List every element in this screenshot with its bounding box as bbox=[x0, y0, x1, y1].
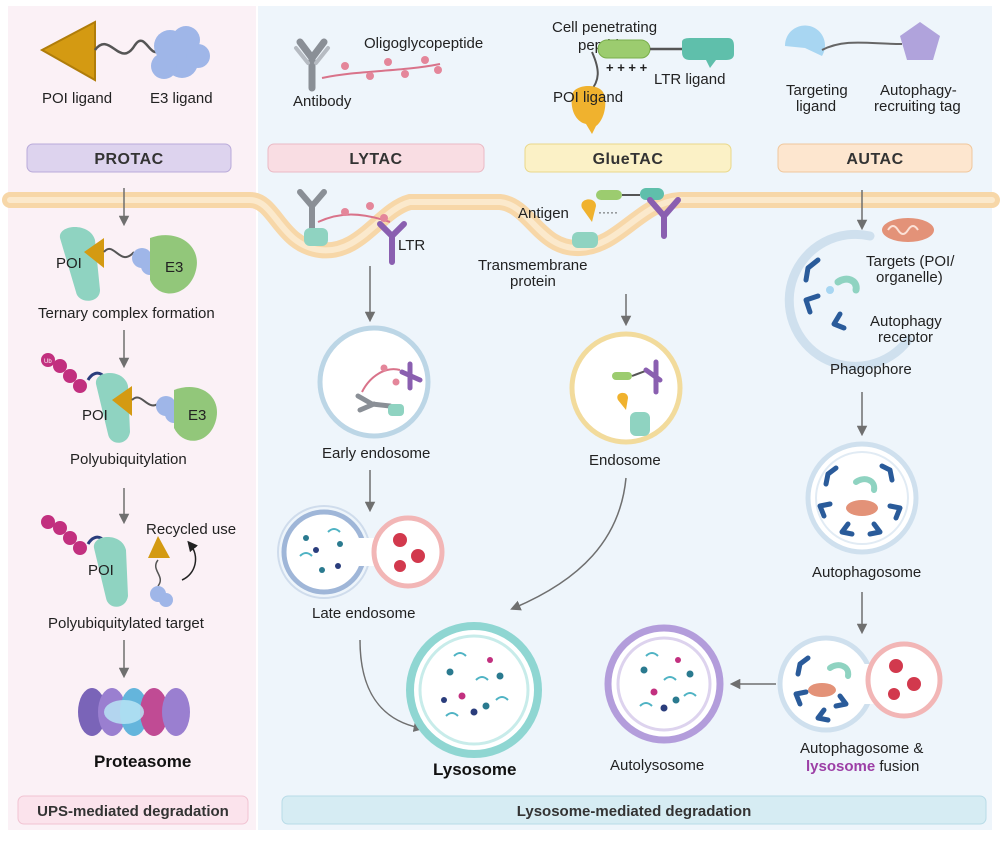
lytac-membrane-complex bbox=[297, 189, 407, 265]
lytac-pill-text: LYTAC bbox=[349, 151, 402, 168]
targeting-ligand-label-2: ligand bbox=[796, 98, 836, 115]
ltr-ligand-icon bbox=[682, 38, 734, 68]
autophagy-tag-pentagon-icon bbox=[900, 22, 940, 60]
antibody-label: Antibody bbox=[293, 93, 352, 110]
linker-icon bbox=[94, 39, 161, 55]
glue-ltr-receptor-icon bbox=[647, 197, 681, 239]
protac-pill-text: PROTAC bbox=[94, 151, 163, 168]
transmembrane-label-2: protein bbox=[510, 273, 556, 290]
glue-poi-ligand-label: POI ligand bbox=[553, 89, 623, 106]
glue-arrow-2 bbox=[510, 477, 627, 611]
glue-dots: ····· bbox=[598, 205, 618, 219]
targets-label-1: Targets (POI/ bbox=[866, 253, 955, 270]
protac-molecule bbox=[39, 20, 210, 82]
lytac-pill bbox=[267, 143, 485, 173]
glue-endosome-label: Endosome bbox=[589, 452, 661, 469]
autolysosome-icon bbox=[604, 624, 724, 744]
early-endosome-icon bbox=[317, 325, 431, 439]
ups-footer-text: UPS-mediated degradation bbox=[37, 803, 229, 820]
cpp-peptide-icon bbox=[597, 39, 651, 59]
gluetac-pill-text: GlueTAC bbox=[593, 151, 664, 168]
lysosome-icon bbox=[406, 622, 542, 758]
recycle-arrow bbox=[181, 540, 199, 581]
cpp-label-line1: Cell penetrating bbox=[552, 19, 657, 36]
autophagy-tag-label-2: recruiting tag bbox=[874, 98, 961, 115]
poi-label-1: POI bbox=[56, 255, 82, 272]
ltr-receptor-icon bbox=[377, 221, 407, 265]
lytac-arrow-3 bbox=[359, 639, 425, 732]
ternary-label: Ternary complex formation bbox=[38, 305, 215, 322]
targets-label-2: organelle) bbox=[876, 269, 943, 286]
autac-pill-text: AUTAC bbox=[846, 151, 903, 168]
fusion-end-word: fusion bbox=[875, 758, 919, 775]
gluetac-pill bbox=[524, 143, 732, 173]
glue-poi-ligand-icon bbox=[571, 85, 606, 134]
lysosome-footer-pill bbox=[281, 795, 987, 825]
antibody-icon bbox=[294, 38, 330, 92]
glycan-beads-icon bbox=[341, 56, 442, 80]
late-endosome-icon bbox=[277, 505, 445, 599]
e3-label-2: E3 bbox=[188, 407, 206, 424]
early-endosome-label: Early endosome bbox=[322, 445, 430, 462]
plus-charges: + + + + bbox=[606, 60, 648, 75]
targeting-ligand-icon bbox=[784, 25, 825, 56]
poi-label-3: POI bbox=[88, 562, 114, 579]
fusion-lysosome-word: lysosome bbox=[806, 758, 875, 775]
polyub-label: Polyubiquitylation bbox=[70, 451, 187, 468]
poi-label-2: POI bbox=[82, 407, 108, 424]
proteasome-label: Proteasome bbox=[94, 752, 191, 771]
fusion-icon bbox=[777, 635, 943, 733]
proteasome-icon bbox=[78, 688, 190, 736]
e3-label-1: E3 bbox=[165, 259, 183, 276]
ternary-complex-icon bbox=[59, 227, 197, 301]
antigen-icon bbox=[304, 228, 328, 246]
phagophore-label: Phagophore bbox=[830, 361, 912, 378]
autophagosome-icon bbox=[805, 441, 919, 555]
ltr-ligand-label: LTR ligand bbox=[654, 71, 725, 88]
poi-ligand-label: POI ligand bbox=[42, 90, 112, 107]
polyubiquitylated-target-icon bbox=[41, 515, 173, 607]
transmembrane-label-1: Transmembrane bbox=[478, 257, 587, 274]
oligoglycopeptide-chain-icon bbox=[321, 63, 441, 79]
e3-ligand-blob-icon bbox=[151, 26, 210, 79]
receptor-label-2: receptor bbox=[878, 329, 933, 346]
gluetac-membrane-complex bbox=[572, 188, 681, 248]
late-endosome-label: Late endosome bbox=[312, 605, 415, 622]
antigen-label: Antigen bbox=[518, 205, 569, 222]
lysosome-footer-text: Lysosome-mediated degradation bbox=[517, 803, 752, 820]
polyubiquitylation-icon bbox=[41, 353, 217, 443]
oligoglycopeptide-label: Oligoglycopeptide bbox=[364, 35, 483, 52]
targeting-ligand-label-1: Targeting bbox=[786, 82, 848, 99]
lysosome-label: Lysosome bbox=[433, 760, 516, 779]
glue-endosome-icon bbox=[569, 331, 683, 445]
cell-membrane bbox=[2, 192, 1000, 259]
ltr-label: LTR bbox=[398, 237, 425, 254]
fusion-label-2: lysosome fusion bbox=[806, 758, 919, 775]
ups-footer-pill bbox=[17, 795, 249, 825]
phagophore-icon bbox=[784, 218, 934, 371]
autac-linker-icon bbox=[821, 41, 903, 51]
poi-ligand-triangle-icon bbox=[39, 20, 96, 82]
receptor-label-1: Autophagy bbox=[870, 313, 942, 330]
recycled-label: Recycled use bbox=[146, 521, 236, 538]
ub-label: Ub bbox=[44, 359, 52, 365]
e3-ligand-label: E3 ligand bbox=[150, 90, 213, 107]
protac-pill bbox=[26, 143, 232, 173]
autophagosome-label: Autophagosome bbox=[812, 564, 921, 581]
membrane-antibody-icon bbox=[297, 189, 327, 233]
fusion-label-1: Autophagosome & bbox=[800, 740, 923, 757]
polyub-target-label: Polyubiquitylated target bbox=[48, 615, 205, 632]
autac-pill bbox=[777, 143, 973, 173]
autophagy-tag-label-1: Autophagy- bbox=[880, 82, 957, 99]
autolysosome-label: Autolysosome bbox=[610, 757, 704, 774]
